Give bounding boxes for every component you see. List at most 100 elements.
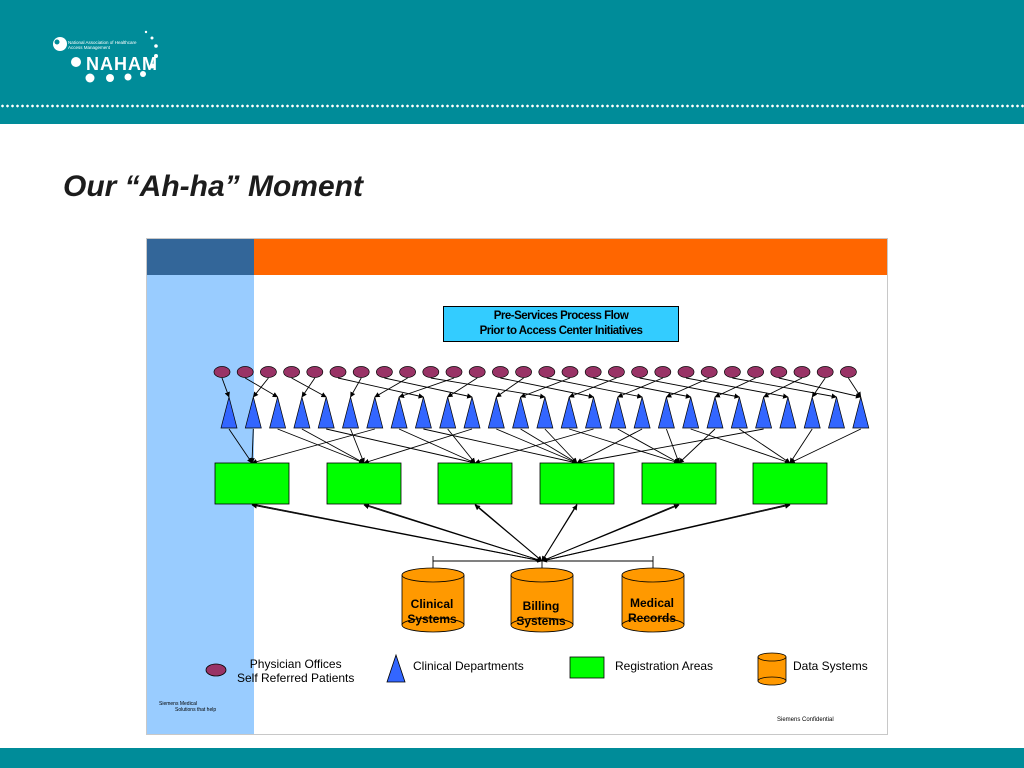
siemens-logo-line2: Solutions that help — [175, 707, 217, 713]
clinical-department-node — [633, 396, 651, 429]
connector-arrow — [249, 428, 255, 464]
cylinder-label-line2: Systems — [407, 612, 457, 626]
clinical-department-node — [803, 396, 821, 429]
connector-arrow — [277, 428, 365, 464]
process-flow-diagram — [205, 366, 870, 686]
physician-office-node — [283, 366, 300, 378]
connector-arrow — [685, 377, 789, 399]
connector-arrow — [639, 377, 740, 399]
connector-arrow — [714, 377, 756, 398]
connector-arrow — [447, 428, 476, 464]
clinical-department-node — [536, 396, 554, 429]
clinical-department-node — [244, 396, 262, 429]
clinical-department-node — [585, 396, 602, 429]
connector-arrow — [474, 428, 594, 465]
connector-arrow — [500, 377, 595, 399]
legend-box-icon — [569, 656, 605, 679]
cylinder-label-line1: Clinical — [410, 597, 454, 611]
physician-office-node — [492, 366, 509, 378]
cylinder-label-line2: Systems — [516, 614, 566, 628]
physician-office-node — [399, 366, 416, 378]
connector-arrow — [374, 377, 408, 398]
cylinder-label-line1: Medical — [629, 596, 674, 610]
connector-arrow — [363, 503, 543, 562]
connector-arrow — [544, 428, 578, 464]
physician-office-node — [352, 366, 370, 378]
connector-arrow — [541, 504, 578, 562]
connector-arrow — [617, 428, 680, 464]
connector-arrow — [326, 428, 476, 465]
legend-physician: Physician Offices Self Referred Patients — [237, 657, 354, 685]
connector-arrow — [301, 377, 316, 398]
header-bar: National Association of Healthcare Acces… — [0, 0, 1024, 124]
physician-office-node — [770, 366, 788, 378]
physician-office-node — [724, 366, 741, 378]
slide-top-bar — [254, 239, 887, 275]
physician-office-node — [260, 366, 277, 378]
diagram-title-box: Pre-Services Process Flow Prior to Acces… — [443, 306, 679, 342]
connector-arrow — [221, 377, 230, 398]
clinical-department-node — [390, 396, 408, 429]
connector-arrow — [228, 428, 253, 464]
connector-arrow — [447, 377, 478, 398]
physician-office-node — [376, 366, 393, 378]
clinical-department-node — [269, 396, 287, 429]
header-dotted-divider — [0, 104, 1024, 108]
physician-office-node — [584, 366, 602, 378]
physician-office-node — [793, 366, 811, 378]
connector-arrow — [789, 428, 861, 464]
legend-ellipse-icon — [205, 663, 227, 677]
connector-arrow — [576, 428, 643, 464]
connector-arrow — [739, 428, 791, 464]
cylinder-label-line2: Records — [627, 611, 677, 625]
connector-arrow — [520, 377, 571, 398]
physician-office-node — [654, 366, 672, 378]
physician-office-node — [445, 366, 463, 378]
siemens-logo: Siemens Medical Solutions that help — [159, 701, 216, 713]
physician-office-node — [840, 366, 857, 378]
legend-data: Data Systems — [793, 659, 868, 673]
clinical-department-node — [487, 396, 505, 429]
connector-arrow — [811, 377, 826, 398]
connector-arrow — [363, 428, 473, 465]
registration-area-node — [326, 462, 402, 505]
registration-area-node — [214, 462, 290, 505]
physician-office-node — [329, 366, 347, 378]
clinical-department-node — [366, 396, 384, 429]
legend-physician-line2: Self Referred Patients — [237, 671, 355, 685]
clinical-department-node — [293, 396, 311, 429]
connector-arrow — [678, 428, 716, 464]
connector-arrow — [789, 428, 813, 464]
footer-bar — [0, 748, 1024, 768]
registration-area-node — [539, 462, 615, 505]
cylinder-label-clinical: Clinical Systems — [397, 597, 467, 627]
connector-arrow — [423, 428, 578, 465]
physician-office-node — [700, 366, 718, 378]
physician-office-node — [608, 366, 625, 378]
clinical-department-node — [512, 396, 530, 429]
cylinder-label-medical: Medical Records — [617, 596, 687, 626]
connector-arrow — [617, 377, 663, 398]
data-system-cylinder — [510, 567, 574, 633]
connector-arrow — [474, 504, 543, 562]
connector-arrow — [350, 377, 362, 398]
connector-arrow — [496, 428, 578, 464]
connector-arrow — [541, 503, 791, 562]
diagram-title-line1: Pre-Services Process Flow — [493, 310, 629, 322]
confidential-note: Siemens Confidential — [777, 717, 834, 723]
page-title: Our “Ah-ha” Moment — [63, 170, 363, 203]
connector-arrow — [569, 428, 680, 465]
connector-arrow — [778, 377, 862, 399]
clinical-department-node — [220, 396, 238, 429]
clinical-department-node — [414, 396, 432, 429]
cylinder-label-line1: Billing — [522, 599, 560, 613]
siemens-logo-line1: Siemens Medical — [159, 701, 198, 707]
legend-clinical: Clinical Departments — [413, 659, 524, 673]
registration-area-node — [752, 462, 828, 505]
diagram-title-line2: Prior to Access Center Initiatives — [479, 325, 643, 337]
clinical-department-node — [657, 396, 675, 429]
connector-arrow — [495, 377, 524, 398]
slide-left-top-block — [147, 239, 254, 275]
registration-area-node — [641, 462, 717, 505]
connector-arrow — [252, 377, 269, 398]
